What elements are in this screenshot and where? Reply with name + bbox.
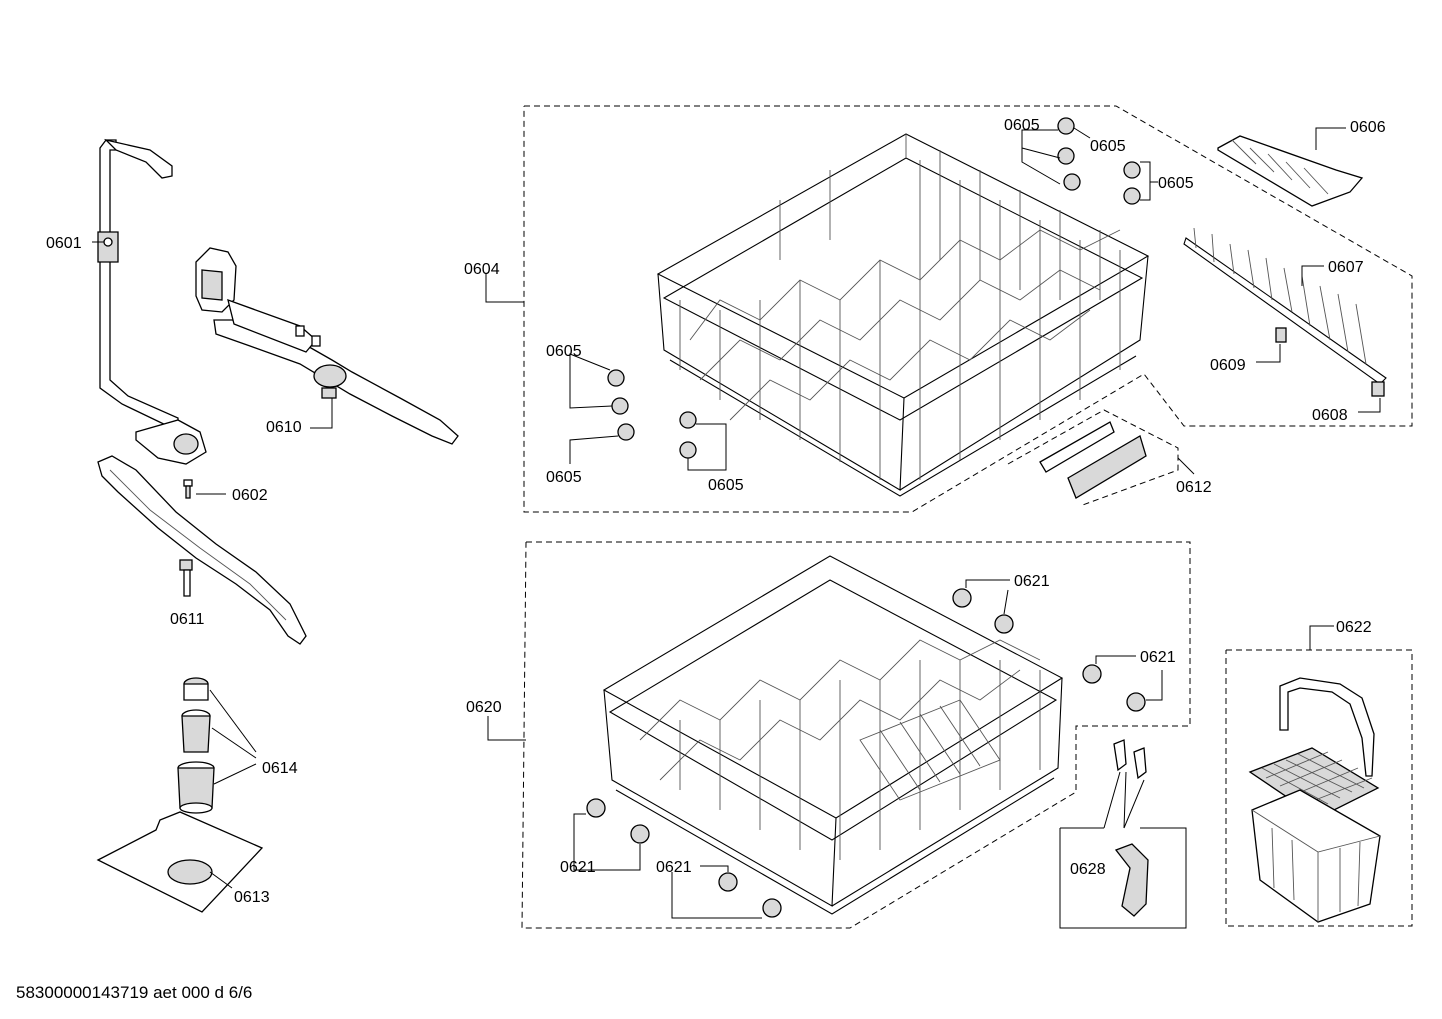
part-0628-clips[interactable] bbox=[1113, 739, 1149, 917]
part-0612-handle[interactable] bbox=[1039, 421, 1147, 499]
label-0621-a: 0621 bbox=[1014, 573, 1050, 590]
label-0611: 0611 bbox=[170, 611, 205, 628]
label-0613: 0613 bbox=[234, 889, 270, 906]
label-0608: 0608 bbox=[1312, 407, 1348, 424]
lower-rack-wheels[interactable] bbox=[586, 588, 1146, 918]
label-0621-d: 0621 bbox=[656, 859, 692, 876]
label-0602: 0602 bbox=[232, 487, 268, 504]
part-0610-upper-spray-arm[interactable] bbox=[195, 247, 459, 445]
label-0607: 0607 bbox=[1328, 259, 1364, 276]
label-0620: 0620 bbox=[466, 699, 502, 716]
label-0621-b: 0621 bbox=[1140, 649, 1176, 666]
label-0605-d: 0605 bbox=[546, 343, 582, 360]
label-0604: 0604 bbox=[464, 261, 500, 278]
part-0614-filter-set[interactable] bbox=[177, 677, 215, 814]
group-0604-border bbox=[523, 105, 1413, 513]
group-0612-border bbox=[1007, 409, 1179, 507]
document-id: 58300000143719 aet 000 d 6/6 bbox=[16, 983, 252, 1002]
label-0605-c: 0605 bbox=[1158, 175, 1194, 192]
label-0614: 0614 bbox=[262, 760, 298, 777]
part-0602-screw[interactable] bbox=[183, 479, 193, 499]
upper-rack-wheels[interactable] bbox=[607, 117, 1141, 459]
group-0622-border bbox=[1225, 649, 1413, 927]
group-0620-border bbox=[521, 541, 1191, 929]
part-0606-cup-rack[interactable] bbox=[1217, 135, 1364, 207]
part-0622-cutlery-basket[interactable] bbox=[1248, 677, 1381, 923]
upper-basket[interactable] bbox=[656, 133, 1150, 497]
part-0613-filter-plate[interactable] bbox=[96, 811, 264, 913]
label-0609: 0609 bbox=[1210, 357, 1246, 374]
label-0612: 0612 bbox=[1176, 479, 1212, 496]
lower-basket[interactable] bbox=[602, 555, 1064, 915]
part-0611-lower-spray-arm[interactable] bbox=[97, 455, 307, 645]
label-0610: 0610 bbox=[266, 419, 302, 436]
label-0628: 0628 bbox=[1070, 861, 1106, 878]
label-0605-e: 0605 bbox=[546, 469, 582, 486]
label-0605-f: 0605 bbox=[708, 477, 744, 494]
label-0601: 0601 bbox=[46, 235, 82, 252]
part-0608-clip[interactable] bbox=[1371, 381, 1385, 397]
label-0622: 0622 bbox=[1336, 619, 1372, 636]
part-0601-supply-tube[interactable] bbox=[97, 138, 207, 465]
label-0605-a: 0605 bbox=[1004, 117, 1040, 134]
part-0609-clip[interactable] bbox=[1275, 327, 1287, 343]
label-0606: 0606 bbox=[1350, 119, 1386, 136]
label-0621-c: 0621 bbox=[560, 859, 596, 876]
label-0605-b: 0605 bbox=[1090, 138, 1126, 155]
